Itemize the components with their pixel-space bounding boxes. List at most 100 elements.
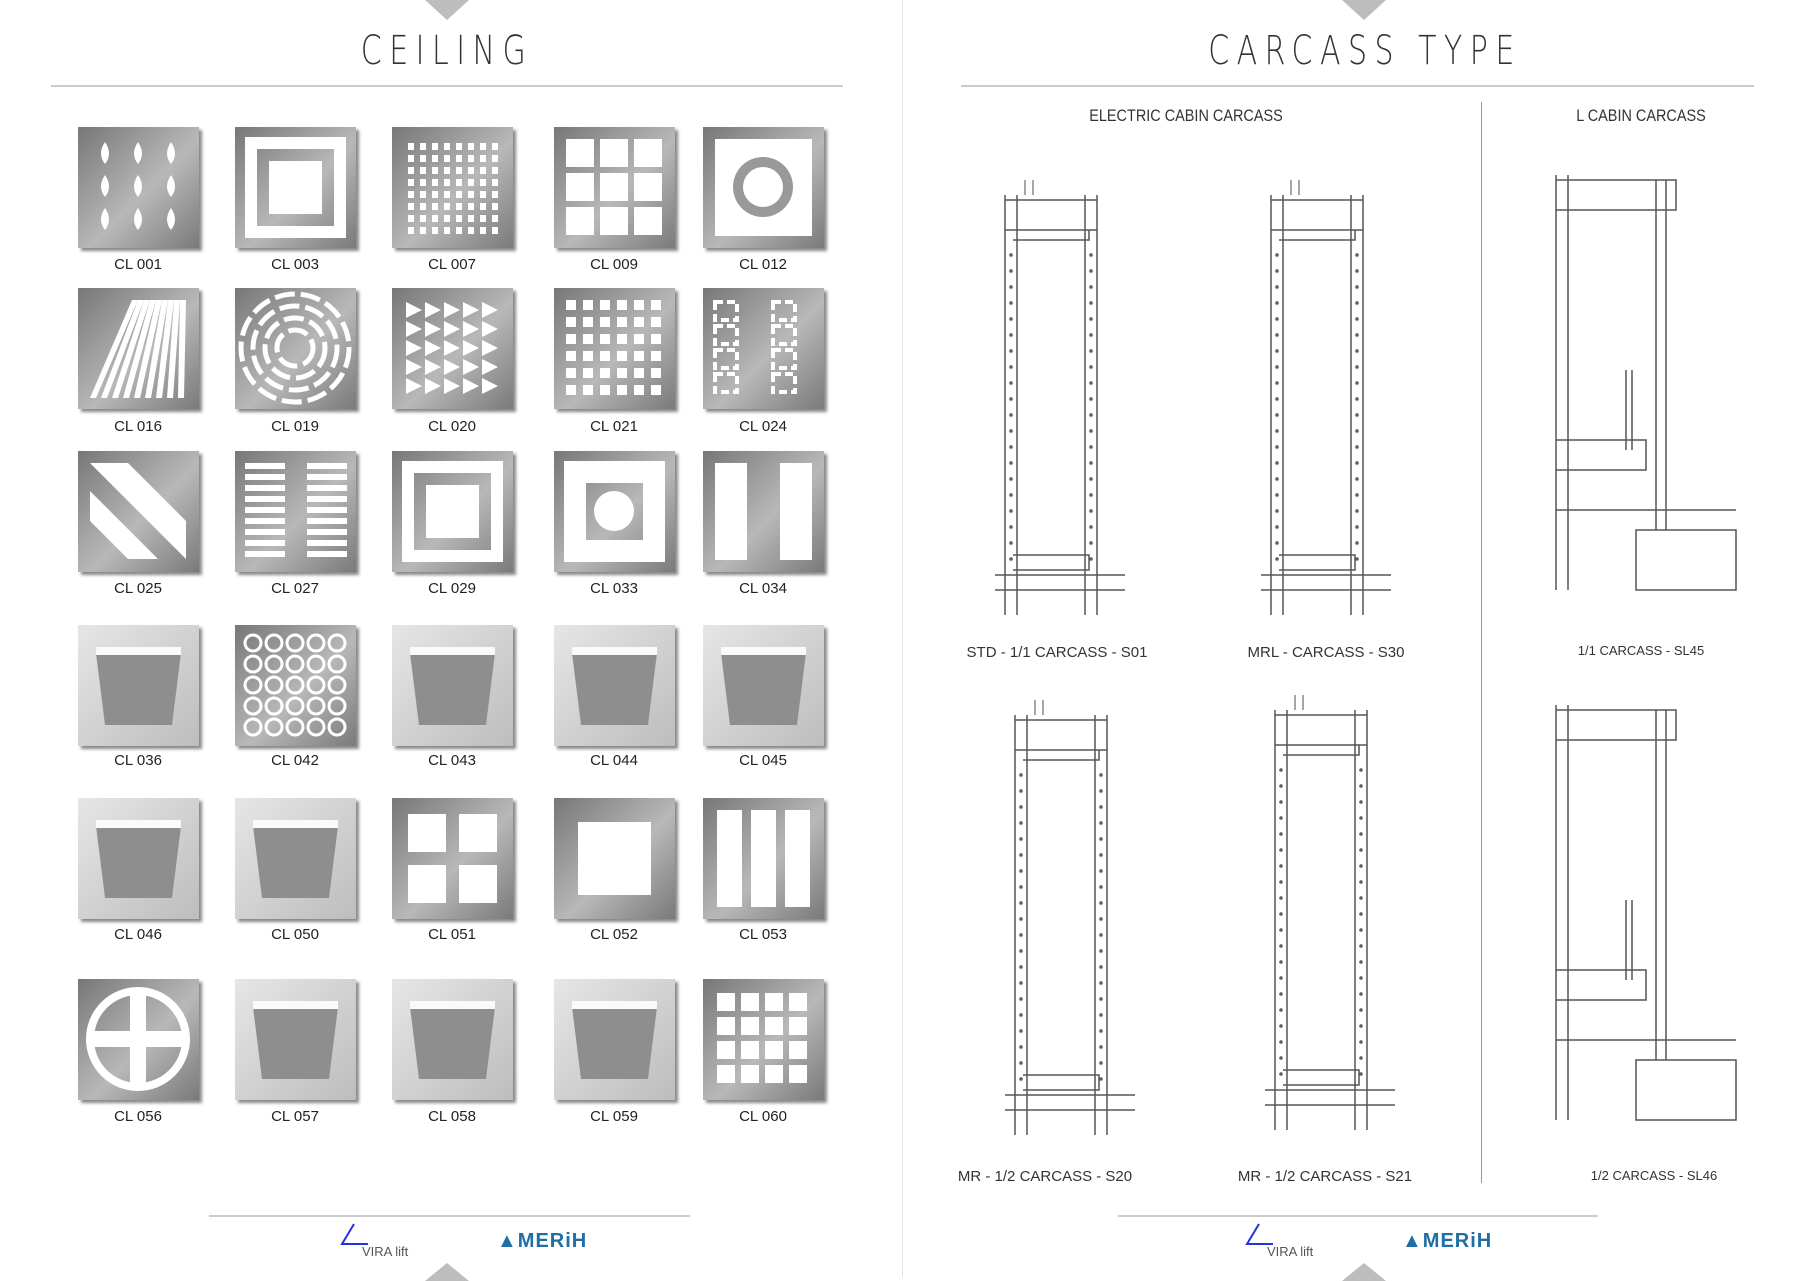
ceiling-tile-cl-003 xyxy=(235,127,356,248)
title-divider-right xyxy=(961,85,1754,87)
ceiling-tile-label: CL 033 xyxy=(590,580,638,597)
ceiling-tile-label: CL 001 xyxy=(114,256,162,273)
ceiling-tile-cl-036 xyxy=(78,625,199,746)
ceiling-pattern-image xyxy=(78,798,199,919)
ceiling-tile-cl-043 xyxy=(392,625,513,746)
ceiling-tile-label: CL 021 xyxy=(590,418,638,435)
ceiling-pattern-image xyxy=(554,288,675,409)
ceiling-pattern-image xyxy=(235,127,356,248)
ceiling-tile-label: CL 016 xyxy=(114,418,162,435)
ceiling-tile-cl-020 xyxy=(392,288,513,409)
ceiling-tile-cl-033 xyxy=(554,451,675,572)
ceiling-tile-cl-034 xyxy=(703,451,824,572)
logo-merih-right: ▲MERiH xyxy=(1402,1230,1493,1252)
ceiling-tile-cl-024 xyxy=(703,288,824,409)
footer-divider-left xyxy=(209,1215,690,1217)
ceiling-tile-label: CL 009 xyxy=(590,256,638,273)
ceiling-pattern-image xyxy=(554,798,675,919)
ceiling-pattern-image xyxy=(78,979,199,1100)
ceiling-tile-label: CL 025 xyxy=(114,580,162,597)
ceiling-pattern-image xyxy=(392,625,513,746)
ceiling-tile-label: CL 056 xyxy=(114,1108,162,1125)
carcass-frame-image xyxy=(995,180,1125,615)
ceiling-pattern-image xyxy=(392,798,513,919)
ceiling-tile-label: CL 007 xyxy=(428,256,476,273)
carcass-frame-image xyxy=(1265,695,1395,1130)
ceiling-pattern-image xyxy=(235,288,356,409)
page-divider xyxy=(902,0,903,1277)
ceiling-tile-cl-059 xyxy=(554,979,675,1100)
carcass-label: MRL - CARCASS - S30 xyxy=(1247,644,1405,661)
ceiling-tile-label: CL 020 xyxy=(428,418,476,435)
ceiling-tile-cl-012 xyxy=(703,127,824,248)
ceiling-tile-label: CL 051 xyxy=(428,926,476,943)
ceiling-tile-cl-058 xyxy=(392,979,513,1100)
vira-triangle-icon xyxy=(340,1223,368,1245)
carcass-drawing xyxy=(975,175,1145,630)
carcass-frame-image xyxy=(1261,180,1391,615)
logo-vira-left: VIRA lift xyxy=(340,1222,420,1262)
carcass-label: 1/1 CARCASS - SL45 xyxy=(1577,643,1705,658)
ceiling-tile-label: CL 024 xyxy=(739,418,787,435)
ceiling-pattern-image xyxy=(703,798,824,919)
ceiling-tile-cl-052 xyxy=(554,798,675,919)
logo-merih-left: ▲MERiH xyxy=(497,1230,588,1252)
ceiling-tile-cl-045 xyxy=(703,625,824,746)
ceiling-pattern-image xyxy=(235,979,356,1100)
ceiling-pattern-image xyxy=(554,451,675,572)
ceiling-tile-label: CL 003 xyxy=(271,256,319,273)
carcass-label: MR - 1/2 CARCASS - S21 xyxy=(1237,1168,1413,1185)
ceiling-tile-cl-009 xyxy=(554,127,675,248)
ceiling-pattern-image xyxy=(703,451,824,572)
ceiling-pattern-image xyxy=(554,127,675,248)
ceiling-tile-label: CL 027 xyxy=(271,580,319,597)
ceiling-tile-label: CL 042 xyxy=(271,752,319,769)
carcass-drawing xyxy=(1245,690,1415,1145)
ceiling-pattern-image xyxy=(235,451,356,572)
ceiling-tile-cl-050 xyxy=(235,798,356,919)
ceiling-pattern-image xyxy=(78,288,199,409)
page-title-ceiling: CEILING xyxy=(360,28,534,74)
ceiling-tile-cl-019 xyxy=(235,288,356,409)
ceiling-tile-cl-046 xyxy=(78,798,199,919)
carcass-frame-image xyxy=(1005,700,1135,1135)
ceiling-tile-label: CL 044 xyxy=(590,752,638,769)
ceiling-pattern-image xyxy=(554,979,675,1100)
ceiling-tile-label: CL 052 xyxy=(590,926,638,943)
section-title-electric: ELECTRIC CABIN CARCASS xyxy=(1089,106,1283,125)
title-divider-left xyxy=(51,85,843,87)
carcass-drawing xyxy=(985,695,1155,1150)
ceiling-pattern-image xyxy=(392,979,513,1100)
ceiling-pattern-image xyxy=(703,127,824,248)
top-marker-left xyxy=(425,0,469,20)
section-divider xyxy=(1481,102,1482,1183)
ceiling-tile-label: CL 050 xyxy=(271,926,319,943)
carcass-frame-image xyxy=(1555,705,1737,1121)
top-marker-right xyxy=(1342,0,1386,20)
merih-triangle-icon: ▲ xyxy=(1402,1230,1423,1252)
bottom-marker-right xyxy=(1342,1263,1386,1281)
ceiling-tile-label: CL 019 xyxy=(271,418,319,435)
ceiling-tile-cl-029 xyxy=(392,451,513,572)
ceiling-tile-cl-044 xyxy=(554,625,675,746)
ceiling-pattern-image xyxy=(235,625,356,746)
ceiling-tile-cl-007 xyxy=(392,127,513,248)
bottom-marker-left xyxy=(425,1263,469,1281)
ceiling-tile-label: CL 060 xyxy=(739,1108,787,1125)
ceiling-tile-cl-016 xyxy=(78,288,199,409)
ceiling-tile-label: CL 058 xyxy=(428,1108,476,1125)
ceiling-tile-label: CL 046 xyxy=(114,926,162,943)
ceiling-tile-label: CL 043 xyxy=(428,752,476,769)
ceiling-tile-label: CL 034 xyxy=(739,580,787,597)
carcass-frame-image xyxy=(1555,175,1737,591)
carcass-label: STD - 1/1 CARCASS - S01 xyxy=(966,644,1148,661)
ceiling-tile-label: CL 057 xyxy=(271,1108,319,1125)
page-title-carcass: CARCASS TYPE xyxy=(1208,28,1522,74)
ceiling-tile-cl-021 xyxy=(554,288,675,409)
footer-divider-right xyxy=(1118,1215,1598,1217)
ceiling-tile-cl-051 xyxy=(392,798,513,919)
ceiling-tile-label: CL 012 xyxy=(739,256,787,273)
ceiling-pattern-image xyxy=(392,451,513,572)
ceiling-pattern-image xyxy=(703,288,824,409)
ceiling-pattern-image xyxy=(392,127,513,248)
